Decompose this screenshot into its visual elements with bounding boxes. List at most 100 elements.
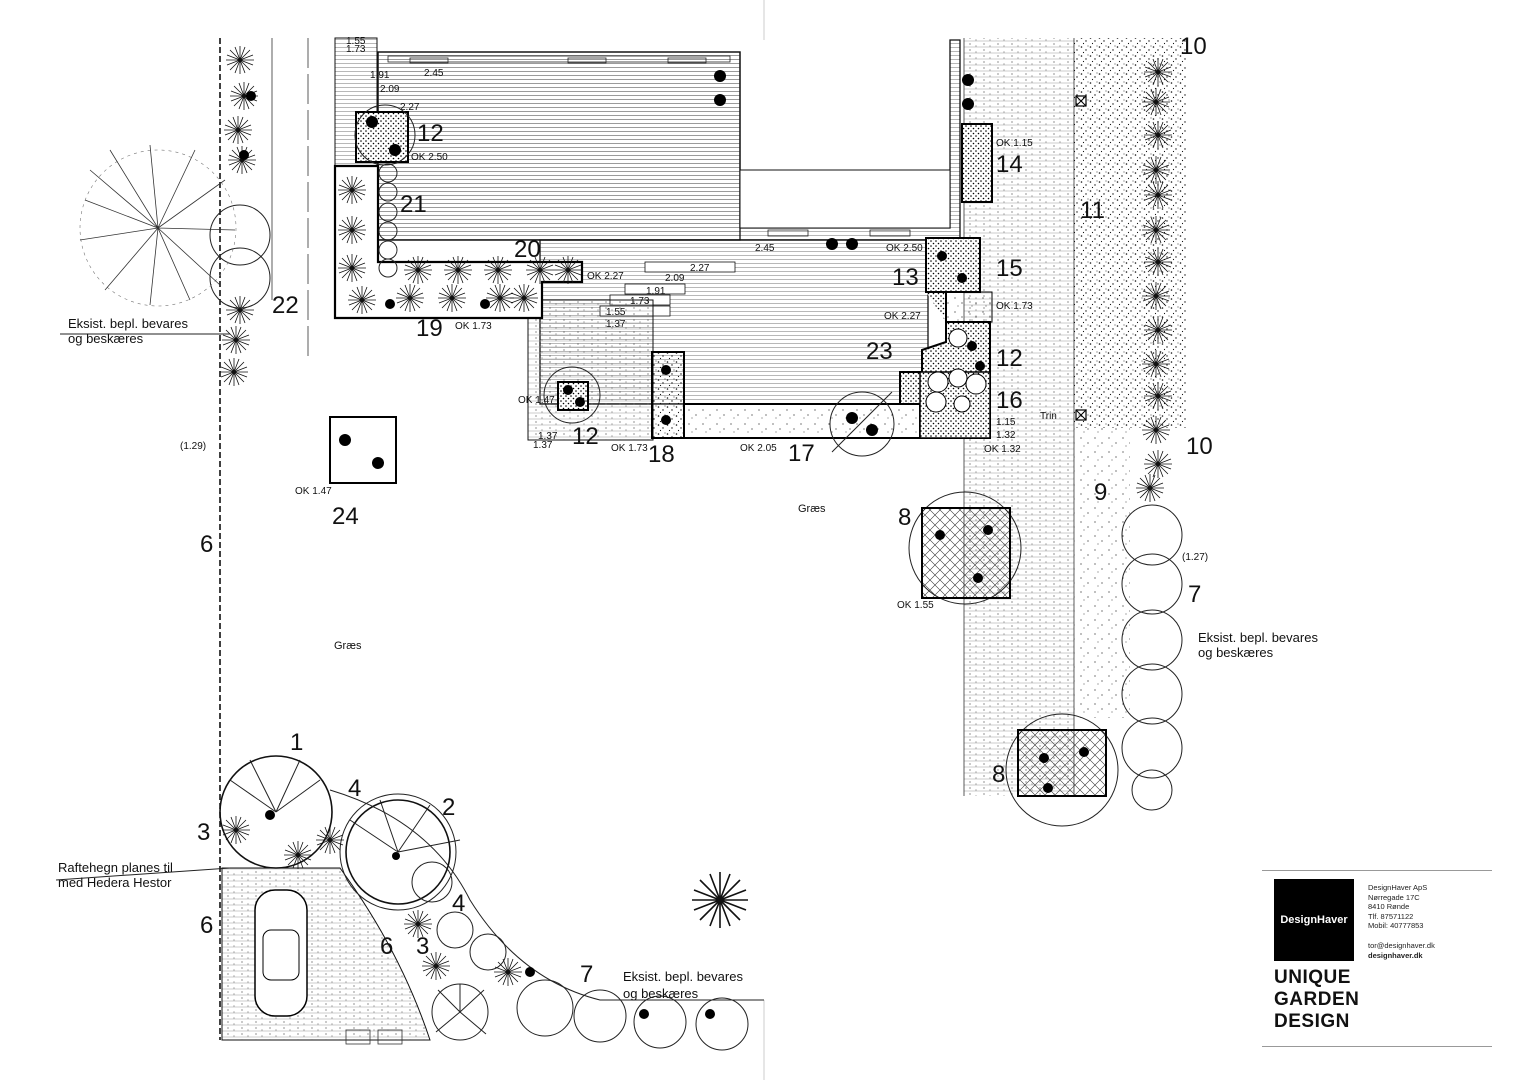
level-2-45-a: 2.45	[424, 68, 444, 79]
label-14: 14	[996, 151, 1023, 178]
level-2-45-b: 2.45	[755, 243, 775, 254]
title-block: DesignHaver DesignHaver ApS Nørregade 17…	[1262, 870, 1492, 1047]
paved-area	[527, 299, 654, 441]
slogan: UNIQUE GARDEN DESIGN	[1274, 967, 1359, 1033]
level-2-09-b: 2.09	[665, 273, 685, 284]
bed-13	[925, 237, 981, 293]
level-1-15: 1.15	[996, 417, 1016, 428]
gravel-11	[1074, 38, 1186, 428]
label-23: 23	[866, 338, 893, 365]
company-email[interactable]: tor@designhaver.dk	[1368, 941, 1435, 950]
note-existing-left-line1: Eksist. bepl. bevares	[68, 316, 188, 331]
plants-1-4	[219, 755, 764, 1041]
tree-24	[329, 416, 749, 929]
level-annotations: 1.55 1.73 1.91 2.45 2.09 2.27 OK 2.50 2.…	[180, 36, 1208, 611]
level-2-27-b: 2.27	[690, 263, 710, 274]
level-ok-1-15: OK 1.15	[996, 138, 1033, 149]
car	[254, 889, 308, 1017]
level-ok-1-47-a: OK 1.47	[518, 395, 555, 406]
bed-8-top	[908, 491, 1022, 605]
note-existing-right-line2: og beskæres	[1198, 645, 1274, 660]
bed-18	[651, 351, 685, 439]
level-2-09-a: 2.09	[380, 84, 400, 95]
label-19: 19	[416, 315, 443, 342]
note-existing-right-line1: Eksist. bepl. bevares	[1198, 630, 1318, 645]
label-21: 21	[400, 191, 427, 218]
level-1-37-a: 1.37	[606, 319, 626, 330]
label-18: 18	[648, 441, 675, 468]
bed-12-top	[355, 111, 409, 163]
label-3-b: 3	[416, 933, 429, 960]
company-address: DesignHaver ApS Nørregade 17C 8410 Rønde…	[1368, 883, 1427, 931]
level-2-27-a: 2.27	[400, 102, 420, 113]
plants-21	[378, 163, 398, 278]
label-10-bottom: 10	[1186, 433, 1213, 460]
label-12-c: 12	[572, 423, 599, 450]
company-phone: Tlf. 87571122	[1368, 911, 1414, 921]
level-ok-2-27-b: OK 2.27	[884, 311, 921, 322]
logo-text: DesignHaver	[1280, 914, 1348, 926]
level-ok-2-27-a: OK 2.27	[587, 271, 624, 282]
note-existing-left-line2: og beskæres	[68, 331, 144, 346]
label-12-b: 12	[996, 345, 1023, 372]
label-6-bottom: 6	[200, 912, 213, 939]
label-16: 16	[996, 387, 1023, 414]
existing-hedge-7-right	[1121, 504, 1183, 811]
label-1: 1	[290, 729, 303, 756]
level-1-73-b: 1.73	[630, 296, 650, 307]
label-24: 24	[332, 503, 359, 530]
existing-tree	[79, 144, 237, 307]
plan-notes: Eksist. bepl. bevares og beskæres Eksist…	[58, 316, 1318, 1001]
existing-hedge-7-bottom	[516, 979, 749, 1051]
level-1-37-b: 1.37	[538, 431, 558, 442]
bed-17	[683, 403, 921, 439]
label-20: 20	[514, 236, 541, 263]
note-fence-line2: med Hedera Hestor	[58, 875, 172, 890]
level-ok-1-73-b: OK 1.73	[996, 301, 1033, 312]
level-1-91: 1.91	[370, 70, 390, 81]
company-city: 8410 Rønde	[1368, 902, 1410, 911]
label-13: 13	[892, 264, 919, 291]
step-label: Trin	[1040, 411, 1057, 422]
label-3-a: 3	[197, 819, 210, 846]
label-6-top: 6	[200, 531, 213, 558]
grass-label-right: Græs	[798, 503, 826, 515]
note-existing-bottom-line2: og beskæres	[623, 986, 699, 1001]
label-8-top: 8	[898, 504, 911, 531]
label-7-bottom: 7	[580, 961, 593, 988]
company-mobile: Mobil: 40777853	[1368, 921, 1424, 930]
level-ok-1-73-a: OK 1.73	[455, 321, 492, 332]
level-1-91-b: 1.91	[646, 286, 666, 297]
level-ok-1-47-b: OK 1.47	[295, 486, 332, 497]
level-1-73: 1.73	[346, 44, 366, 55]
slogan-line-1: UNIQUE	[1274, 967, 1351, 988]
company-name: DesignHaver ApS	[1368, 883, 1428, 892]
slogan-line-2: GARDEN	[1274, 989, 1360, 1010]
level-1-32: 1.32	[996, 430, 1016, 441]
label-9: 9	[1094, 479, 1107, 506]
label-15: 15	[996, 255, 1023, 282]
bed-14	[961, 123, 993, 203]
level-1-55: 1.55	[346, 36, 366, 47]
bed-19-20	[333, 164, 584, 320]
level-ok-1-55: OK 1.55	[897, 600, 934, 611]
note-fence-line1: Raftehegn planes til	[58, 860, 173, 875]
company-logo: DesignHaver	[1274, 879, 1354, 961]
note-existing-bottom-line1: Eksist. bepl. bevares	[623, 969, 743, 984]
label-6-parking: 6	[380, 933, 393, 960]
bed-12-lower	[557, 381, 589, 411]
company-contact: tor@designhaver.dk designhaver.dk	[1368, 941, 1435, 960]
label-10-top: 10	[1180, 33, 1207, 60]
level-1-37-c: 1.37	[533, 440, 553, 451]
label-11: 11	[1080, 197, 1105, 224]
level-1-29: (1.29)	[180, 441, 206, 452]
label-4-a: 4	[348, 775, 361, 802]
level-ok-2-50-a: OK 2.50	[411, 152, 448, 163]
level-ok-2-50-b: OK 2.50	[886, 243, 923, 254]
company-website[interactable]: designhaver.dk	[1368, 950, 1423, 960]
grass-label-left: Græs	[334, 640, 362, 652]
label-17: 17	[788, 440, 815, 467]
label-4-b: 4	[452, 890, 465, 917]
level-ok-2-05: OK 2.05	[740, 443, 777, 454]
